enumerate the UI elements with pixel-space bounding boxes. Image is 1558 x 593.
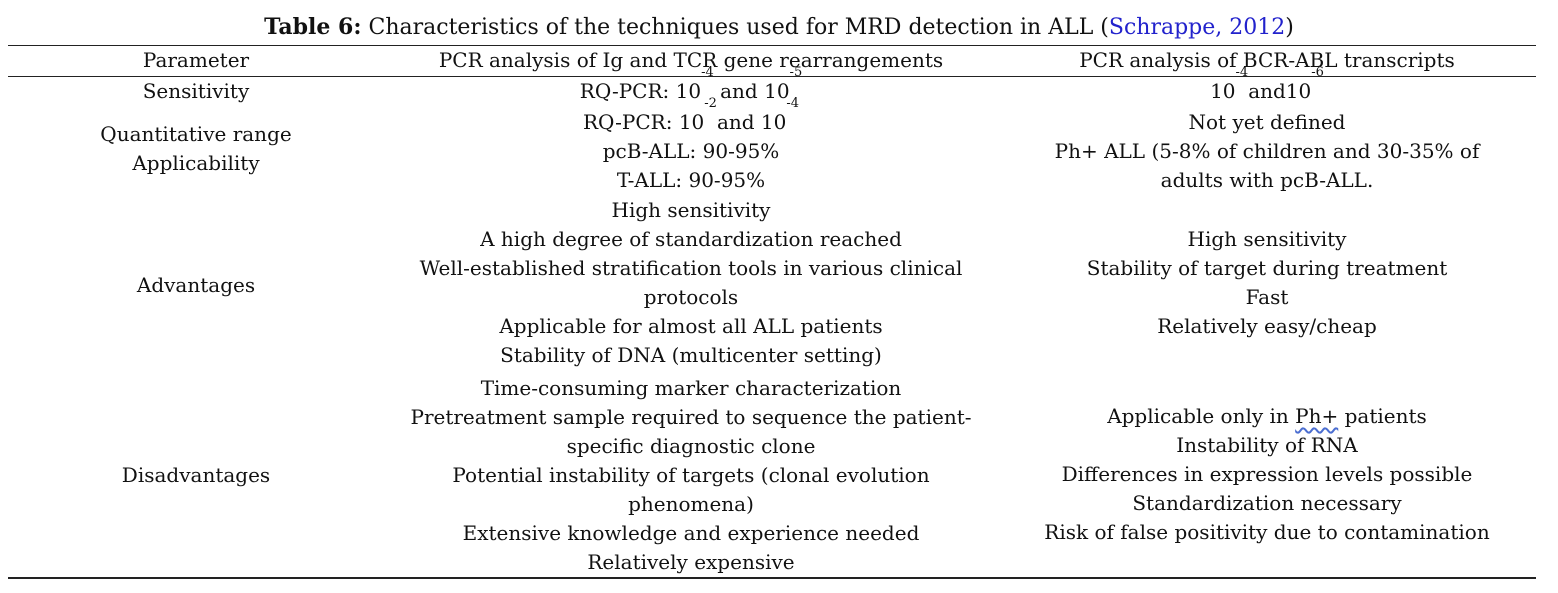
- range-bcr-abl: Not yet defined: [1188, 110, 1346, 134]
- param-range: Quantitative range: [100, 122, 292, 146]
- header-ig-tcr: PCR analysis of Ig and TCR gene rearrang…: [438, 48, 944, 72]
- advantages-ig-tcr: High sensitivity A high degree of standa…: [384, 196, 998, 370]
- disadvantage-item: specific diagnostic clone: [566, 434, 816, 458]
- text-part: Applicable only in: [1107, 404, 1296, 428]
- advantage-item: Applicable for almost all ALL patients: [499, 314, 883, 338]
- exponent: -6: [1311, 65, 1324, 80]
- advantage-item: protocols: [643, 285, 739, 309]
- disadvantage-item: Risk of false positivity due to contamin…: [1044, 520, 1490, 544]
- disadvantage-item: Instability of RNA: [1176, 433, 1358, 457]
- advantages-bcr-abl: High sensitivity Stability of target dur…: [998, 225, 1536, 341]
- disadvantage-item: Extensive knowledge and experience neede…: [462, 521, 920, 545]
- table-caption-text: Characteristics of the techniques used f…: [361, 15, 1109, 40]
- sensitivity-ig-tcr: RQ-PCR: 10-4 and 10-5: [384, 66, 998, 106]
- disadvantage-item: Applicable only in Ph+ patients: [998, 402, 1536, 431]
- param-advantages: Advantages: [136, 273, 256, 297]
- advantage-item: High sensitivity: [1187, 227, 1347, 251]
- text-part: 10: [1210, 79, 1236, 103]
- applicability-bcr-abl-line: Ph+ ALL (5-8% of children and 30-35% of: [1054, 139, 1480, 163]
- advantage-item: A high degree of standardization reached: [480, 227, 902, 251]
- disadvantage-item: phenomena): [628, 492, 754, 516]
- sensitivity-bcr-abl: 10-4and10-6: [998, 66, 1536, 106]
- applicability-bcr-abl-line: adults with pcB-ALL.: [1160, 168, 1374, 192]
- disadvantage-item: Time-consuming marker characterization: [480, 376, 902, 400]
- text-part: patients: [1338, 404, 1427, 428]
- advantage-item: Stability of DNA (multicenter setting): [500, 343, 882, 367]
- disadvantage-item: Relatively expensive: [587, 550, 795, 574]
- table-caption-close: ): [1285, 15, 1294, 40]
- disadvantage-item: Potential instability of targets (clonal…: [452, 463, 930, 487]
- text-part: and 10: [716, 110, 787, 134]
- table-caption-label: Table 6:: [264, 14, 362, 40]
- table-header-rule: [8, 76, 1536, 77]
- disadvantages-bcr-abl: Applicable only in Ph+ patients Instabil…: [998, 402, 1536, 547]
- table-caption: Table 6: Characteristics of the techniqu…: [0, 12, 1558, 43]
- table-top-rule: [8, 45, 1536, 46]
- exponent: -4: [701, 65, 714, 80]
- text-part: and 10: [713, 79, 790, 103]
- range-applicability-ig-tcr: RQ-PCR: 10-2and 10-4 pcB-ALL: 90-95% T-A…: [384, 97, 998, 195]
- text-part: RQ-PCR: 10: [579, 79, 702, 103]
- disadvantage-item: Pretreatment sample required to sequence…: [410, 405, 972, 429]
- text-part: RQ-PCR: 10: [582, 110, 705, 134]
- text-part: and10: [1248, 79, 1312, 103]
- header-parameter: Parameter: [142, 48, 250, 72]
- advantage-item: Fast: [1245, 285, 1289, 309]
- range-ig-tcr: RQ-PCR: 10-2and 10-4: [384, 97, 998, 137]
- disadvantage-item: Differences in expression levels possibl…: [1061, 462, 1473, 486]
- exponent: -2: [704, 96, 717, 111]
- header-bcr-abl: PCR analysis of BCR-ABL transcripts: [1079, 48, 1455, 72]
- disadvantages-ig-tcr: Time-consuming marker characterization P…: [384, 374, 998, 577]
- exponent: -5: [789, 65, 803, 80]
- advantage-item: High sensitivity: [611, 198, 771, 222]
- param-sensitivity: Sensitivity: [142, 79, 250, 103]
- applicability-ig-tcr-line: pcB-ALL: 90-95%: [602, 139, 780, 163]
- advantage-item: Well-established stratification tools in…: [419, 256, 963, 280]
- table-bottom-rule: [8, 577, 1536, 579]
- param-applicability: Applicability: [132, 151, 260, 175]
- ph-positive-term: Ph+: [1295, 404, 1339, 428]
- param-range-applicability: Quantitative range Applicability: [8, 120, 384, 178]
- exponent: -4: [786, 96, 800, 111]
- range-applicability-bcr-abl: Not yet defined Ph+ ALL (5-8% of childre…: [998, 108, 1536, 195]
- citation-link[interactable]: Schrappe, 2012: [1108, 15, 1286, 40]
- exponent: -4: [1235, 65, 1249, 80]
- param-disadvantages: Disadvantages: [121, 463, 271, 487]
- advantage-item: Stability of target during treatment: [1086, 256, 1448, 280]
- disadvantage-item: Standardization necessary: [1132, 491, 1402, 515]
- applicability-ig-tcr-line: T-ALL: 90-95%: [616, 168, 766, 192]
- advantage-item: Relatively easy/cheap: [1157, 314, 1377, 338]
